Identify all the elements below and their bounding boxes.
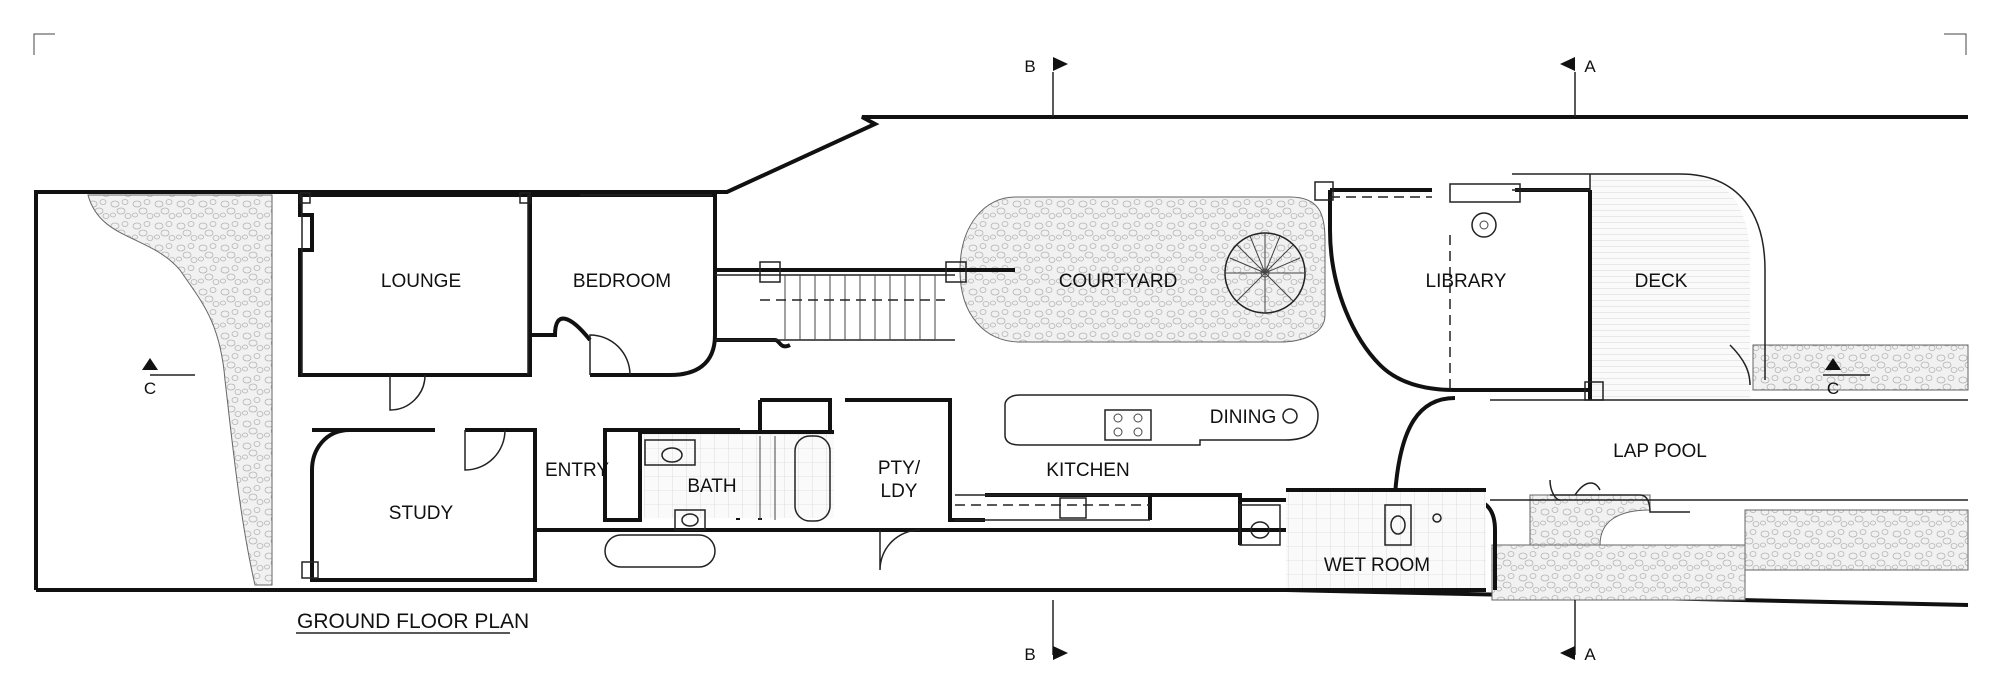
section-a-bottom-label: A — [1584, 645, 1596, 664]
room-label-ldy: LDY — [881, 481, 918, 502]
room-label-library: LIBRARY — [1426, 271, 1507, 292]
lap-pool-outline — [1490, 399, 1968, 513]
room-label-lap-pool: LAP POOL — [1613, 441, 1707, 462]
section-markers — [142, 57, 1870, 660]
room-label-courtyard: COURTYARD — [1059, 271, 1178, 292]
library-features — [1330, 189, 1590, 390]
room-label-wet-room: WET ROOM — [1324, 555, 1430, 576]
courtyard-area — [959, 196, 1326, 343]
room-label-bedroom: BEDROOM — [573, 271, 671, 292]
external-stair — [715, 274, 955, 341]
wet-room-fixtures — [1239, 504, 1442, 546]
section-c-left-label: C — [144, 379, 156, 398]
room-label-entry: ENTRY — [545, 460, 609, 481]
room-label-bath: BATH — [687, 476, 736, 497]
crop-marks — [33, 33, 1967, 55]
section-b-bottom-label: B — [1024, 645, 1035, 664]
section-a-top-label: A — [1584, 57, 1596, 76]
section-b-top-label: B — [1024, 57, 1035, 76]
room-label-dining: DINING — [1210, 407, 1277, 428]
deck-area — [1590, 174, 1750, 400]
room-label-deck: DECK — [1635, 271, 1688, 292]
room-label-study: STUDY — [389, 503, 454, 524]
bath-fixtures — [644, 435, 831, 531]
room-label-kitchen: KITCHEN — [1046, 460, 1129, 481]
drawing-title: GROUND FLOOR PLAN — [297, 610, 529, 633]
bath-tile-floor — [644, 432, 834, 518]
wet-room-tile-floor — [1286, 490, 1486, 590]
section-c-right-label: C — [1827, 379, 1839, 398]
external-bath — [604, 534, 716, 568]
room-label-lounge: LOUNGE — [381, 271, 461, 292]
landscape-pebbles — [87, 194, 1969, 601]
kitchen-island — [955, 394, 1319, 521]
window-marks — [299, 181, 1604, 579]
room-label-pty: PTY/ — [878, 458, 921, 479]
spiral-stair — [1224, 232, 1306, 314]
